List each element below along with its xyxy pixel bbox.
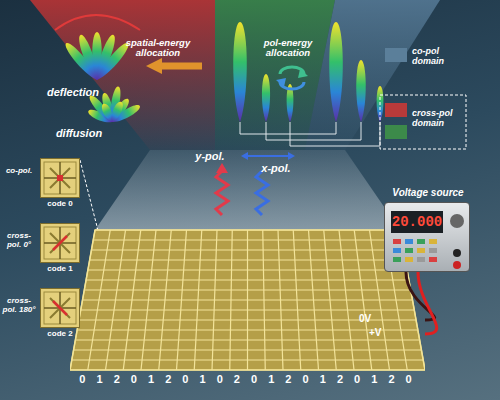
grid-line [75, 339, 419, 340]
unit-cell: co-pol.code 0 [40, 158, 80, 198]
cross-pol-region [30, 0, 215, 150]
grid-line [72, 359, 423, 360]
legend-text: cross-pol domain [412, 108, 464, 129]
grid-line [90, 259, 406, 260]
pairing-lines [240, 122, 380, 146]
code-label: code 1 [34, 264, 86, 273]
grid-line [84, 289, 410, 290]
grid-line [74, 349, 422, 350]
arrow-head [216, 163, 228, 173]
beam-cone [95, 150, 400, 230]
arrow-head [298, 69, 308, 78]
radiation-lobe [262, 74, 270, 122]
annotation: x-pol. [256, 162, 296, 174]
grid-line [70, 369, 425, 370]
legend-swatch [385, 103, 407, 117]
power-wire [418, 272, 437, 334]
radiation-lobe [329, 22, 343, 122]
legend-text: co-pol domain [412, 46, 464, 67]
radiation-lobe [108, 100, 125, 123]
grid-line [86, 279, 409, 280]
grid-line [91, 249, 403, 250]
annotation: spatial-energy allocation [112, 38, 204, 59]
radiation-lobe [93, 40, 131, 83]
arrow-head [146, 58, 162, 74]
cell-state: cross-pol. 0° [0, 231, 38, 249]
display-readout: 20.000 [391, 214, 443, 230]
cell-state: co-pol. [0, 166, 38, 175]
annotation: pol-energy allocation [250, 38, 326, 59]
grid-line [83, 299, 413, 300]
x-pol-arrow [246, 155, 290, 157]
code-label: code 0 [34, 199, 86, 208]
x-pol-wave [256, 171, 268, 215]
metasurface: 0 1 2 0 1 2 0 1 0 2 0 1 2 0 1 2 0 1 2 0 [70, 228, 425, 396]
unit-cell-graphic [40, 158, 80, 198]
grid-line [95, 229, 400, 230]
cell-state: cross-pol. 180° [0, 296, 38, 314]
legend-group-box [380, 95, 466, 149]
grid-line [88, 269, 407, 270]
wire-label: 0V [359, 313, 371, 324]
device-label: Voltage source [375, 187, 481, 198]
annotation: diffusion [44, 127, 114, 139]
unit-cell-graphic [40, 223, 80, 263]
legend-swatch [385, 125, 407, 139]
grid-line [77, 329, 418, 330]
unit-cell-graphic [40, 288, 80, 328]
voltage-source: Voltage source20.000 [384, 202, 470, 272]
arrow-head [288, 152, 295, 160]
deflection-arc [55, 15, 140, 30]
radiation-lobe [233, 22, 247, 122]
radiation-lobe [356, 60, 365, 122]
annotation: deflection [38, 86, 108, 98]
allocation-arrow [160, 63, 202, 70]
arrow-head [276, 78, 286, 87]
coding-sequence: 0 1 2 0 1 2 0 1 0 2 0 1 2 0 1 2 0 1 2 0 [60, 373, 435, 385]
grid-line [93, 239, 402, 240]
wire-label: +V [369, 327, 382, 338]
metasurface-plate [70, 230, 425, 370]
panel-graphic [385, 203, 471, 273]
unit-cell: cross-pol. 0°code 1 [40, 223, 80, 263]
annotation: y-pol. [190, 150, 230, 162]
arrow-head [241, 152, 248, 160]
unit-cell: cross-pol. 180°code 2 [40, 288, 80, 328]
grid-line [81, 309, 415, 310]
radiation-lobes [63, 22, 384, 126]
y-pol-wave [216, 171, 228, 215]
metasurface-grid [70, 228, 425, 396]
legend-swatch [385, 48, 407, 62]
code-label: code 2 [34, 329, 86, 338]
